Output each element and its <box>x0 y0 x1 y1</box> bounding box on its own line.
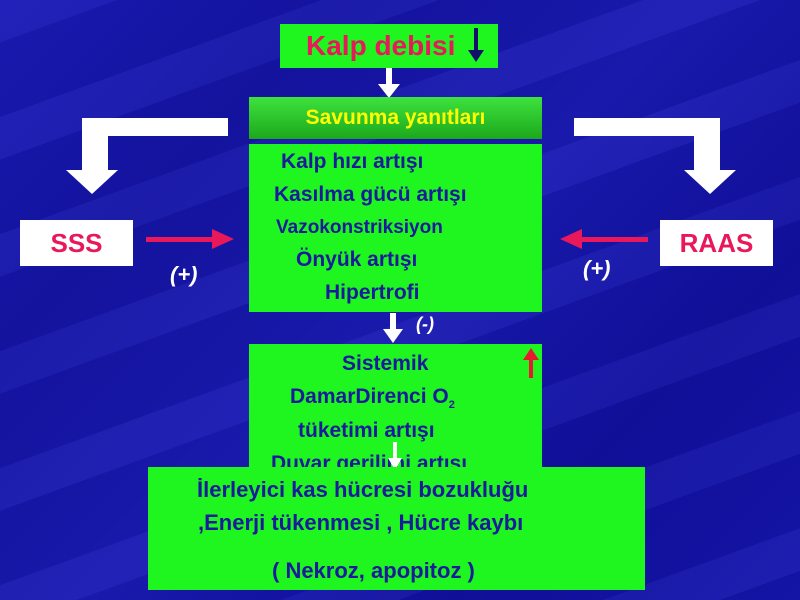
down-arrow-icon <box>378 68 400 98</box>
down-arrow-icon <box>468 28 484 62</box>
outcome-line: İlerleyici kas hücresi bozukluğu <box>197 477 529 502</box>
down-arrow-icon <box>388 442 402 470</box>
title-text: Kalp debisi <box>306 30 456 61</box>
defense-item: Kasılma gücü artışı <box>274 183 467 206</box>
down-arrow-icon <box>383 313 403 343</box>
outcome-line: ,Enerji tükenmesi , Hücre kaybı <box>198 510 524 535</box>
systemic-line: tüketimi artışı <box>298 419 435 442</box>
left-plus-sign: (+) <box>170 262 198 287</box>
defense-header: Savunma yanıtları <box>249 97 542 139</box>
sss-box: SSS <box>20 220 133 266</box>
bent-arrow-left-icon <box>66 118 228 194</box>
defense-item: Vazokonstriksiyon <box>276 217 443 238</box>
raas-box: RAAS <box>660 220 773 266</box>
defense-item: Kalp hızı artışı <box>281 150 424 173</box>
defense-item: Hipertrofi <box>325 281 420 304</box>
title-box: Kalp debisi <box>280 24 498 68</box>
defense-responses-box: Kalp hızı artışı Kasılma gücü artışı Vaz… <box>249 144 542 312</box>
defense-item: Önyük artışı <box>296 248 418 271</box>
outcome-line: ( Nekroz, apopitoz ) <box>272 558 475 583</box>
right-arrow-icon <box>146 229 234 249</box>
systemic-line: Sistemik <box>342 352 429 375</box>
right-plus-sign: (+) <box>583 256 611 281</box>
minus-sign: (-) <box>416 314 434 334</box>
left-arrow-icon <box>560 229 648 249</box>
outcome-box: İlerleyici kas hücresi bozukluğu ,Enerji… <box>148 467 645 590</box>
up-arrow-icon <box>523 348 539 378</box>
systemic-line: DamarDirenci O2 <box>290 385 455 412</box>
bent-arrow-right-icon <box>574 118 736 194</box>
